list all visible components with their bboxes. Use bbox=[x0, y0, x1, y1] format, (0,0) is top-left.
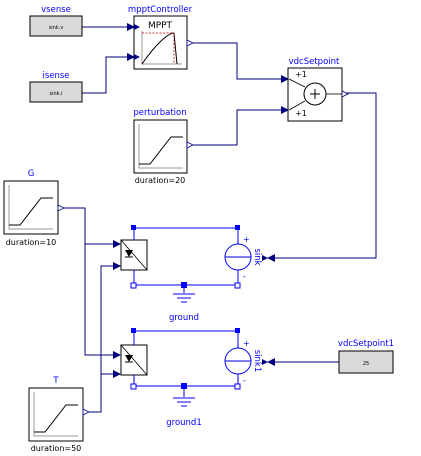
perturbation-axes bbox=[138, 124, 183, 169]
sink1-minus: - bbox=[243, 376, 246, 385]
vdc-setpoint1-label: vdcSetpoint1 bbox=[338, 339, 394, 349]
t-ramp bbox=[34, 404, 78, 433]
sink-block[interactable]: + - sink bbox=[224, 225, 268, 289]
vdc-setpoint-label: vdcSetpoint bbox=[289, 57, 340, 67]
mppt-input-port-i bbox=[134, 54, 140, 60]
vsense-label: vsense bbox=[41, 5, 71, 15]
perturbation-box bbox=[133, 119, 188, 174]
wire-g-pv1[interactable] bbox=[58, 207, 121, 359]
mppt-controller-label: mpptController bbox=[128, 5, 193, 15]
mppt-inner-label: MPPT bbox=[148, 21, 173, 31]
wire-perturbation-vdcsetpoint[interactable] bbox=[187, 106, 289, 146]
vdc-setpoint-block[interactable]: vdcSetpoint +1 +1 bbox=[287, 57, 349, 122]
perturbation-label: perturbation bbox=[133, 108, 186, 118]
vdc-setpoint1-value: 25 bbox=[363, 361, 369, 367]
g-param: duration=10 bbox=[6, 238, 57, 247]
wire-vdcsetpoint-sink[interactable] bbox=[267, 92, 377, 262]
pv-pin-p[interactable] bbox=[131, 225, 136, 230]
isense-value: sink.i bbox=[49, 91, 62, 97]
vdc-setpoint-output-port bbox=[341, 90, 349, 98]
sink1-pin-p[interactable] bbox=[235, 328, 240, 333]
g-label: G bbox=[28, 169, 35, 179]
add-input-line-2 bbox=[288, 100, 306, 111]
wire-mppt-vdcsetpoint[interactable] bbox=[187, 42, 289, 83]
sink1-label: sink1 bbox=[252, 350, 262, 373]
pv1-pin-p[interactable] bbox=[131, 328, 136, 333]
ground-block[interactable]: ground bbox=[169, 282, 199, 323]
ground1-block[interactable]: ground1 bbox=[166, 383, 202, 428]
sink1-input-port bbox=[262, 359, 268, 365]
wire-t-pv[interactable] bbox=[83, 262, 121, 413]
pv1-diagonal bbox=[120, 344, 148, 376]
perturbation-ramp bbox=[139, 136, 183, 165]
isense-block[interactable]: isense sink.i bbox=[29, 71, 83, 103]
g-block[interactable]: G duration=10 bbox=[3, 169, 65, 247]
wire-isense-mppt[interactable] bbox=[82, 53, 135, 94]
add-input-line-1 bbox=[288, 78, 306, 88]
mppt-box bbox=[133, 15, 188, 70]
mppt-controller-block[interactable]: mpptController MPPT bbox=[128, 5, 194, 70]
ground1-label: ground1 bbox=[166, 418, 201, 428]
perturbation-block[interactable]: perturbation duration=20 bbox=[133, 108, 194, 185]
pv-module-1[interactable] bbox=[120, 328, 148, 390]
pv-diode-icon bbox=[125, 250, 133, 257]
pv-diagonal bbox=[120, 239, 148, 271]
sink-pin-n[interactable] bbox=[234, 282, 241, 289]
vdc-setpoint1-block[interactable]: vdcSetpoint1 25 bbox=[338, 339, 394, 374]
g-ramp bbox=[9, 197, 53, 226]
sink-pin-p[interactable] bbox=[235, 225, 240, 230]
t-param: duration=50 bbox=[31, 444, 82, 453]
vdc-setpoint1-box bbox=[338, 350, 394, 374]
t-label: T bbox=[52, 376, 59, 386]
g-output-port bbox=[57, 204, 65, 212]
g-box bbox=[3, 180, 59, 235]
sink1-pin-n[interactable] bbox=[234, 383, 241, 390]
isense-label: isense bbox=[42, 71, 69, 81]
signal-wires bbox=[58, 23, 377, 413]
ground1-pin[interactable] bbox=[181, 383, 187, 389]
mppt-input-port-v bbox=[134, 24, 140, 30]
mppt-mpp-marker bbox=[142, 32, 175, 64]
t-output-port bbox=[82, 408, 90, 416]
pv1-pin-n[interactable] bbox=[130, 383, 137, 390]
sink-input-port bbox=[262, 255, 268, 261]
pv-pin-n[interactable] bbox=[130, 282, 137, 289]
sink1-plus: + bbox=[243, 339, 250, 348]
sink-plus: + bbox=[243, 235, 250, 244]
t-block[interactable]: T duration=50 bbox=[28, 376, 90, 453]
perturbation-param: duration=20 bbox=[135, 176, 186, 185]
t-box bbox=[28, 387, 84, 442]
perturbation-output-port bbox=[186, 141, 194, 149]
sink1-block[interactable]: + - sink1 bbox=[224, 328, 268, 390]
add-gain1: +1 bbox=[295, 70, 307, 79]
pv1-diode-icon bbox=[125, 355, 133, 362]
sink-label: sink bbox=[252, 248, 262, 265]
vsense-box bbox=[29, 15, 83, 37]
ground-label: ground bbox=[169, 313, 199, 323]
pv-module[interactable] bbox=[120, 225, 148, 289]
isense-box bbox=[29, 81, 83, 103]
add-gain2: +1 bbox=[295, 109, 307, 118]
vsense-block[interactable]: vsense sink.v bbox=[29, 5, 83, 37]
vsense-value: sink.v bbox=[49, 25, 64, 31]
g-axes bbox=[8, 185, 53, 230]
t-axes bbox=[33, 392, 78, 437]
sink-minus: - bbox=[243, 272, 246, 281]
ground-pin[interactable] bbox=[181, 282, 187, 288]
mppt-output-port bbox=[186, 39, 194, 47]
